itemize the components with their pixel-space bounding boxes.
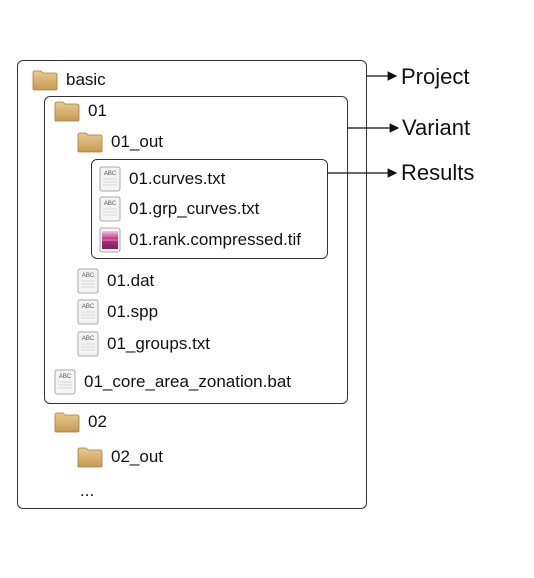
file-label: 01_core_area_zonation.bat (84, 372, 291, 391)
more-items-ellipsis: ... (80, 481, 95, 500)
text-file-icon: ABC (54, 369, 76, 395)
file-curves[interactable]: ABC 01.curves.txt (99, 166, 225, 192)
text-file-icon: ABC (99, 166, 121, 192)
file-spp[interactable]: ABC 01.spp (77, 299, 158, 325)
folder-01-out[interactable]: 01_out (77, 131, 163, 153)
folder-01[interactable]: 01 (54, 100, 107, 122)
folder-icon (54, 100, 80, 122)
results-annotation: Results (401, 160, 475, 185)
file-grp-curves[interactable]: ABC 01.grp_curves.txt (99, 196, 259, 222)
file-label: 01.spp (107, 302, 159, 321)
file-rank-tif[interactable]: 01.rank.compressed.tif (99, 227, 301, 253)
text-file-icon: ABC (77, 299, 99, 325)
text-file-icon: ABC (77, 268, 99, 294)
folder-02[interactable]: 02 (54, 411, 107, 433)
folder-icon (77, 446, 103, 468)
variant-box (44, 96, 348, 404)
folder-icon (54, 411, 80, 433)
svg-text:ABC: ABC (104, 171, 117, 177)
folder-label: 01_out (111, 132, 163, 151)
project-annotation: Project (401, 64, 470, 89)
svg-text:ABC: ABC (82, 336, 95, 342)
svg-text:ABC: ABC (82, 273, 95, 279)
svg-text:ABC: ABC (82, 304, 95, 310)
folder-label: 02_out (111, 447, 163, 466)
image-file-icon (99, 227, 121, 253)
file-bat[interactable]: ABC 01_core_area_zonation.bat (54, 369, 291, 395)
file-label: 01.grp_curves.txt (129, 199, 260, 218)
text-file-icon: ABC (77, 331, 99, 357)
folder-label: basic (66, 70, 106, 89)
file-label: 01_groups.txt (107, 334, 211, 353)
text-file-icon: ABC (99, 196, 121, 222)
folder-label: 02 (88, 412, 107, 431)
folder-icon (32, 69, 58, 91)
file-label: 01.rank.compressed.tif (129, 230, 301, 249)
file-groups[interactable]: ABC 01_groups.txt (77, 331, 210, 357)
file-dat[interactable]: ABC 01.dat (77, 268, 154, 294)
results-box (91, 159, 328, 259)
folder-02-out[interactable]: 02_out (77, 446, 163, 468)
svg-text:ABC: ABC (104, 201, 117, 207)
file-label: 01.curves.txt (129, 169, 226, 188)
folder-label: 01 (88, 101, 107, 120)
project-box (17, 60, 367, 509)
file-label: 01.dat (107, 271, 155, 290)
folder-basic[interactable]: basic (32, 69, 106, 91)
variant-annotation: Variant (402, 115, 471, 140)
svg-text:ABC: ABC (59, 374, 72, 380)
folder-icon (77, 131, 103, 153)
